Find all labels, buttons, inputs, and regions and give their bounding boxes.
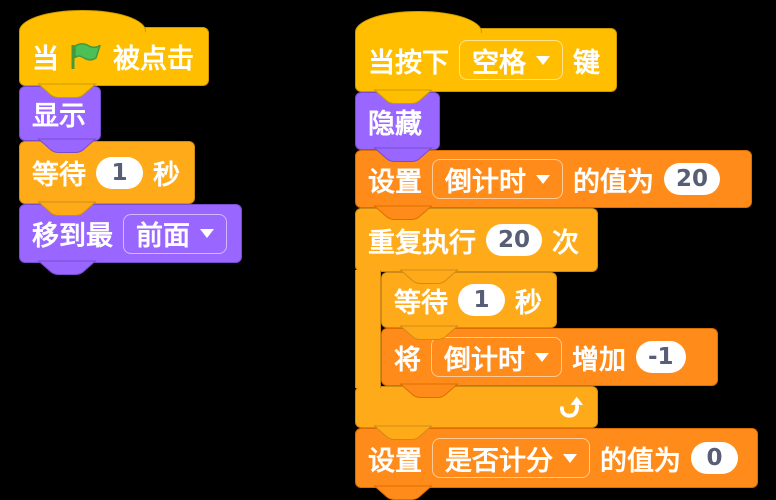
block-tab [37, 260, 97, 275]
set-value-input[interactable]: 0 [691, 442, 738, 474]
block-label: 等待 [32, 160, 86, 191]
variable-dropdown[interactable]: 是否计分 [432, 438, 590, 478]
key-dropdown[interactable]: 空格 [459, 40, 563, 80]
loop-arrow-icon [559, 396, 583, 418]
block-repeat-arm[interactable] [355, 270, 381, 388]
block-set-variable-scoring[interactable]: 设置 是否计分 的值为 0 [355, 428, 758, 500]
block-tab [373, 147, 433, 162]
block-label: 的值为 [573, 166, 654, 198]
block-tab [37, 201, 97, 216]
block-label: 秒 [515, 287, 542, 319]
wait-duration-input[interactable]: 1 [458, 284, 505, 316]
block-change-variable-countdown[interactable]: 将 倒计时 增加 -1 [381, 328, 718, 398]
block-label: 当按下 [368, 47, 449, 79]
block-when-flag-clicked[interactable]: 当 被点击 [19, 10, 209, 98]
block-label: 将 [394, 344, 421, 376]
block-label: 设置 [368, 166, 422, 198]
variable-dropdown[interactable]: 倒计时 [431, 337, 562, 377]
block-label: 设置 [368, 445, 422, 477]
wait-duration-input[interactable]: 1 [96, 156, 143, 189]
green-flag-icon [71, 42, 101, 69]
block-tab [37, 83, 97, 98]
block-label: 的值为 [600, 445, 681, 477]
variable-dropdown[interactable]: 倒计时 [432, 159, 563, 199]
caret-down-icon [200, 229, 214, 238]
block-label: 移到最 [32, 221, 113, 252]
block-label: 当 [32, 44, 59, 75]
block-label: 等待 [394, 287, 448, 319]
block-label: 键 [573, 47, 600, 79]
block-label: 次 [552, 227, 580, 259]
hat-dome [355, 11, 482, 33]
block-label: 显示 [32, 101, 86, 132]
caret-down-icon [536, 174, 550, 184]
block-tab [399, 269, 459, 284]
caret-down-icon [535, 352, 549, 362]
caret-down-icon [536, 55, 550, 65]
block-when-key-pressed[interactable]: 当按下 空格 键 [355, 11, 617, 104]
block-tab [399, 383, 459, 398]
block-label: 被点击 [113, 44, 194, 75]
block-wait-inner[interactable]: 等待 1 秒 [381, 272, 557, 340]
repeat-count-input[interactable]: 20 [486, 224, 543, 256]
block-tab [37, 138, 97, 153]
block-tab [373, 485, 433, 500]
block-repeat-footer[interactable] [355, 386, 598, 440]
hat-dome [19, 10, 146, 32]
block-tab [399, 325, 459, 340]
layer-dropdown[interactable]: 前面 [123, 213, 227, 254]
dropdown-value: 前面 [136, 221, 190, 252]
block-label: 增加 [572, 344, 626, 376]
dropdown-value: 空格 [472, 47, 526, 79]
block-tab [373, 425, 433, 440]
set-value-input[interactable]: 20 [664, 163, 721, 195]
block-tab [373, 89, 433, 104]
block-label: 重复执行 [368, 227, 476, 259]
dropdown-value: 倒计时 [445, 166, 526, 198]
block-label: 秒 [153, 160, 180, 191]
dropdown-value: 是否计分 [445, 445, 553, 477]
block-set-variable-countdown[interactable]: 设置 倒计时 的值为 20 [355, 150, 752, 220]
caret-down-icon [563, 453, 577, 463]
block-wait[interactable]: 等待 1 秒 [19, 141, 195, 216]
block-tab [373, 205, 433, 220]
dropdown-value: 倒计时 [444, 344, 525, 376]
block-label: 隐藏 [368, 108, 422, 140]
change-value-input[interactable]: -1 [636, 341, 686, 373]
